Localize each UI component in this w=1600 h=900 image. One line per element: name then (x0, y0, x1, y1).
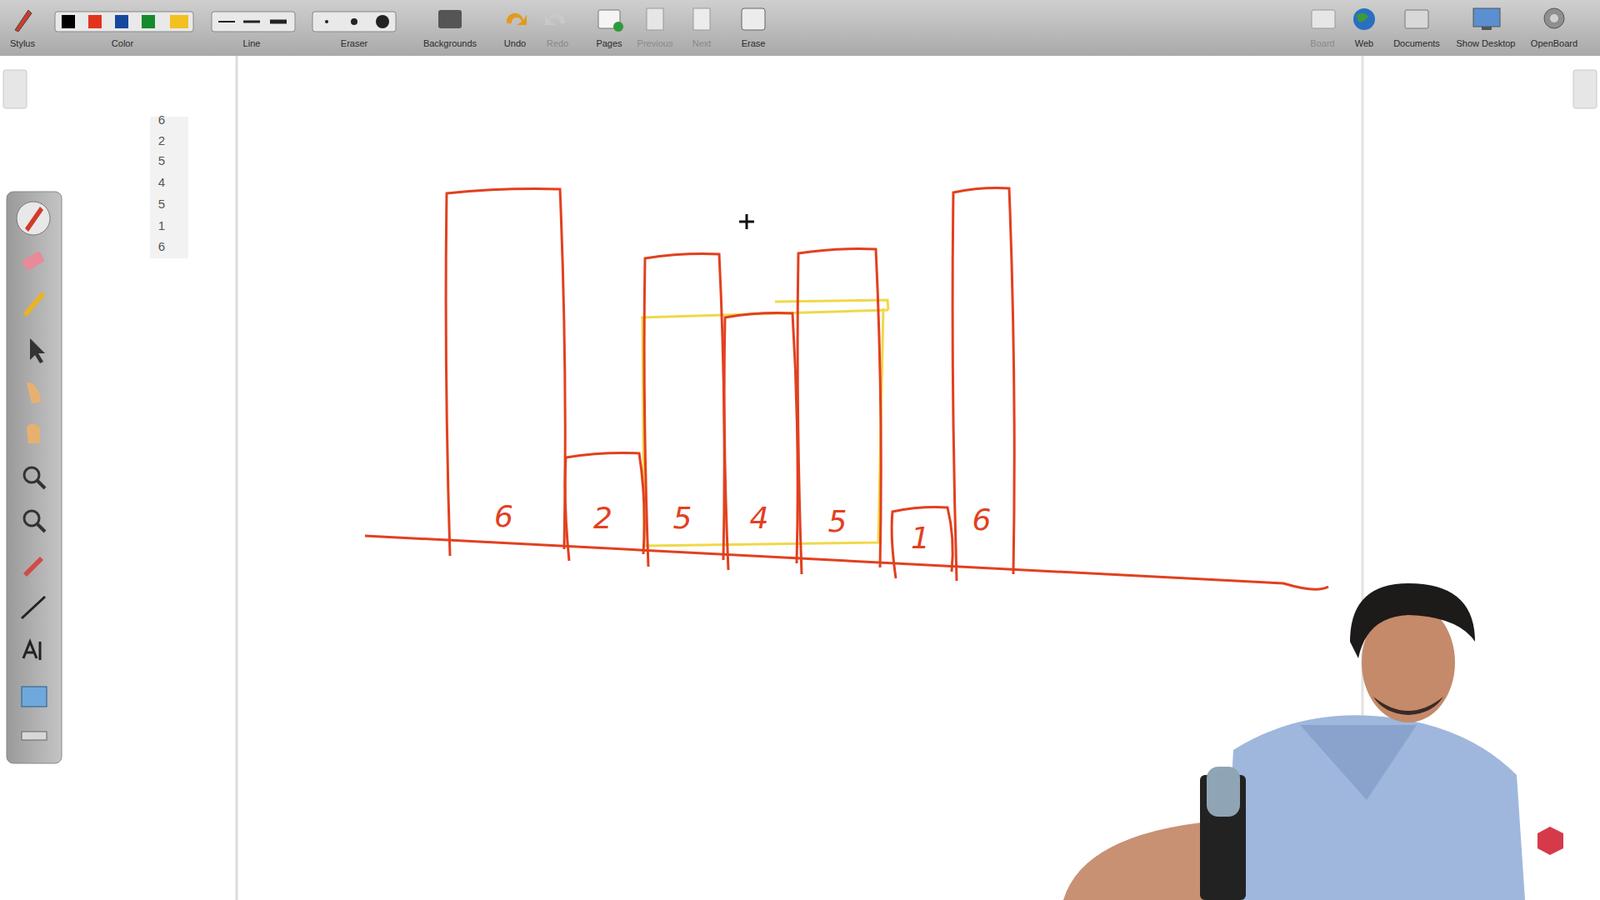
panel-toggle (1573, 70, 1597, 109)
toolbar-label: Board (1310, 38, 1335, 49)
toolbar-label: Stylus (10, 38, 35, 49)
bar-outline (444, 190, 564, 545)
histogram-bar: 2 (563, 454, 643, 550)
toolbar-label: Pages (595, 38, 622, 49)
histogram-bar: 6 (444, 190, 564, 545)
array-value: 1 (158, 218, 165, 233)
toolbar-label: Redo (546, 38, 569, 49)
toolbar-label: Erase (741, 38, 766, 49)
bar-height-number: 6 (950, 503, 1013, 537)
bar-height-number: 5 (642, 501, 723, 535)
histogram-bar: 5 (795, 250, 880, 563)
toolbar-label: Color (111, 38, 134, 49)
highlight-rectangle (640, 300, 889, 546)
array-value: 5 (158, 196, 165, 211)
histogram-bar: 4 (722, 314, 796, 559)
toolbar-label: Undo (504, 38, 526, 49)
tool-palette (6, 191, 62, 764)
array-value: 6 (158, 112, 165, 127)
bar-height-number: 6 (444, 500, 564, 534)
toolbar-label: Backgrounds (423, 38, 477, 49)
toolbar (0, 0, 1600, 56)
panel-toggle (3, 70, 27, 109)
bar-height-number: 4 (722, 501, 796, 535)
toolbar-label: Line (243, 38, 261, 49)
bar-height-number: 5 (795, 505, 880, 539)
toolbar-label: Previous (637, 38, 674, 49)
panel-divider (235, 55, 239, 900)
histogram-bar: 5 (642, 255, 723, 555)
cursor-cross (739, 214, 755, 230)
toolbar-label: OpenBoard (1530, 38, 1578, 49)
array-value: 6 (158, 239, 165, 254)
number-list-panel (150, 116, 189, 259)
presenter-video (1063, 583, 1564, 900)
toolbar-label: Web (1355, 38, 1374, 49)
bar-height-number: 2 (563, 501, 643, 535)
toolbar-label: Eraser (340, 38, 368, 49)
toolbar-icons (15, 8, 1565, 32)
histogram-bar: 1 (890, 508, 951, 567)
bar-height-number: 1 (890, 521, 951, 555)
toolbar-label: Documents (1393, 38, 1440, 49)
toolbar-label: Show Desktop (1456, 38, 1516, 49)
toolbar-label: Next (692, 38, 712, 49)
array-value: 2 (158, 133, 165, 148)
array-value: 5 (158, 153, 165, 168)
array-value: 4 (158, 175, 165, 190)
histogram-bar: 6 (950, 189, 1013, 570)
